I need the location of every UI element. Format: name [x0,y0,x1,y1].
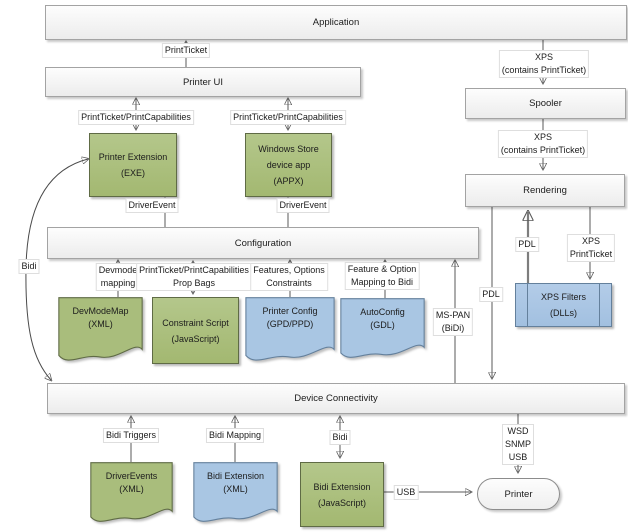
node-bidi-extension-javascript: Bidi Extension (JavaScript) [300,462,384,527]
edge-label-bidi-triggers: Bidi Triggers [102,428,160,443]
edge-label-wsd-snmp-usb: WSD SNMP USB [501,424,535,465]
edge-label-usb: USB [393,485,419,500]
node-printer: Printer [477,478,560,510]
edge-label-xps-printticket: XPS PrintTicket [566,234,616,262]
edge-label-bidi-bottom: Bidi [329,430,351,445]
node-xps-filters: XPS Filters (DLLs) [515,283,612,327]
edge-label-feature-option-bidi: Feature & Option Mapping to Bidi [344,262,420,290]
document-shape-icon [90,462,173,526]
edge-label-features-options: Features, Options Constraints [250,263,328,291]
node-bidi-extension-xml: Bidi Extension (XML) [193,462,278,526]
edge-label-printticket: PrintTicket [161,43,211,58]
edge-label-xps-contains-1: XPS (contains PrintTicket) [498,50,590,78]
node-printer-extension: Printer Extension (EXE) [89,133,177,197]
node-application: Application [45,5,627,40]
node-autoconfig: AutoConfig (GDL) [340,298,425,362]
node-device-connectivity: Device Connectivity [47,383,625,414]
node-printer-ui: Printer UI [45,67,361,97]
document-shape-icon [245,297,335,365]
edge-label-pdl-up: PDL [515,237,539,252]
node-printer-config: Printer Config (GPD/PPD) [245,297,335,365]
node-devmodemap: DevModeMap (XML) [58,297,143,365]
node-constraint-script: Constraint Script (JavaScript) [152,297,239,364]
node-driverevents: DriverEvents (XML) [90,462,173,526]
edge-label-ms-pan: MS-PAN (BiDi) [432,308,474,336]
document-shape-icon [193,462,278,526]
edge-label-ptpc-left: PrintTicket/PrintCapabilities [78,110,194,125]
edge-label-xps-contains-2: XPS (contains PrintTicket) [497,130,589,158]
edge-label-ptpc-right: PrintTicket/PrintCapabilities [230,110,346,125]
node-windows-store-device-app: Windows Store device app (APPX) [245,133,332,197]
edge-label-pdl-down: PDL [479,287,503,302]
document-shape-icon [340,298,425,362]
edge-label-prop-bags: PrintTicket/PrintCapabilities Prop Bags [136,263,252,291]
node-configuration: Configuration [47,227,479,259]
node-spooler: Spooler [465,88,626,119]
edge-label-driverevent-left: DriverEvent [125,198,179,213]
edge-label-driverevent-right: DriverEvent [276,198,330,213]
edge-label-devmode-mapping: Devmode mapping [95,263,141,291]
edge-label-bidi-left: Bidi [18,259,40,274]
node-rendering: Rendering [465,174,625,207]
edge-label-bidi-mapping: Bidi Mapping [205,428,265,443]
